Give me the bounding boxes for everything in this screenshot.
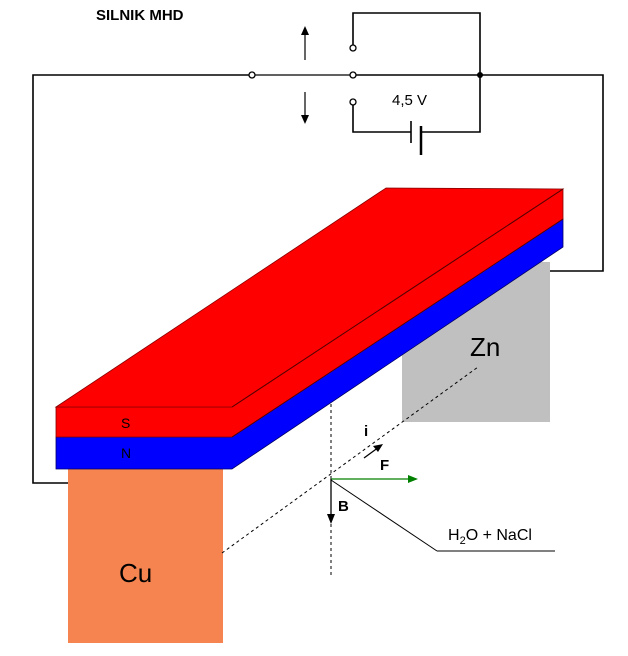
down-arrow-icon xyxy=(301,115,309,124)
battery-wire-left xyxy=(352,105,411,133)
switch-pivot xyxy=(248,71,256,79)
current-path-line xyxy=(221,366,479,554)
top-wire xyxy=(352,12,481,75)
magnet-layer-edge xyxy=(231,218,564,438)
field-label: B xyxy=(338,498,349,515)
up-arrow-icon xyxy=(301,26,309,35)
switch-contact-middle xyxy=(349,71,357,79)
switch-contact-bottom xyxy=(349,98,357,106)
current-label: i xyxy=(364,423,368,440)
field-arrow-icon xyxy=(327,514,335,524)
force-label: F xyxy=(380,457,389,474)
magnet-edge xyxy=(231,188,564,408)
copper-electrode xyxy=(68,467,223,643)
diagram-title: SILNIK MHD xyxy=(96,7,184,24)
north-pole-label: N xyxy=(121,445,131,461)
left-wire xyxy=(32,74,250,484)
battery-voltage: 4,5 V xyxy=(392,92,427,109)
zinc-label: Zn xyxy=(470,332,500,362)
force-arrow-icon xyxy=(408,475,418,483)
switch-contact-top xyxy=(349,44,357,52)
south-pole-label: S xyxy=(121,415,130,431)
battery-wire-right xyxy=(421,75,481,133)
electrolyte-leader-line xyxy=(330,479,438,552)
copper-label: Cu xyxy=(119,558,152,588)
current-arrow-icon xyxy=(373,444,383,452)
right-wire xyxy=(480,74,604,272)
electrolyte-label: H2O + NaCl xyxy=(448,527,532,547)
